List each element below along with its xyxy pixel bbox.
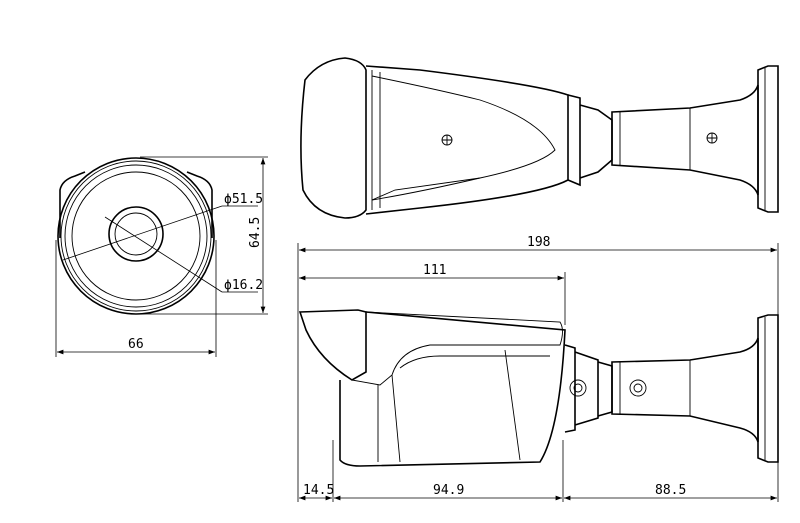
side-view xyxy=(298,309,779,467)
body-length-label: 94.9 xyxy=(433,483,464,498)
outer-diameter-label: ϕ51.5 xyxy=(224,192,263,207)
height-label: 64.5 xyxy=(248,217,263,248)
total-length-label: 198 xyxy=(527,235,550,250)
hood-overhang-label: 14.5 xyxy=(303,483,334,498)
mount-length-label: 88.5 xyxy=(655,483,686,498)
lens-inner xyxy=(114,212,158,256)
front-view: ϕ51.5 ϕ16.2 64.5 66 xyxy=(55,156,268,357)
top-view xyxy=(300,57,779,219)
housing-length-label: 111 xyxy=(423,263,446,278)
width-label: 66 xyxy=(128,337,144,352)
lens-diameter-label: ϕ16.2 xyxy=(224,278,263,293)
lens-outer xyxy=(108,206,164,262)
side-dimensions: 198 111 14.5 94.9 88.5 xyxy=(297,235,779,502)
